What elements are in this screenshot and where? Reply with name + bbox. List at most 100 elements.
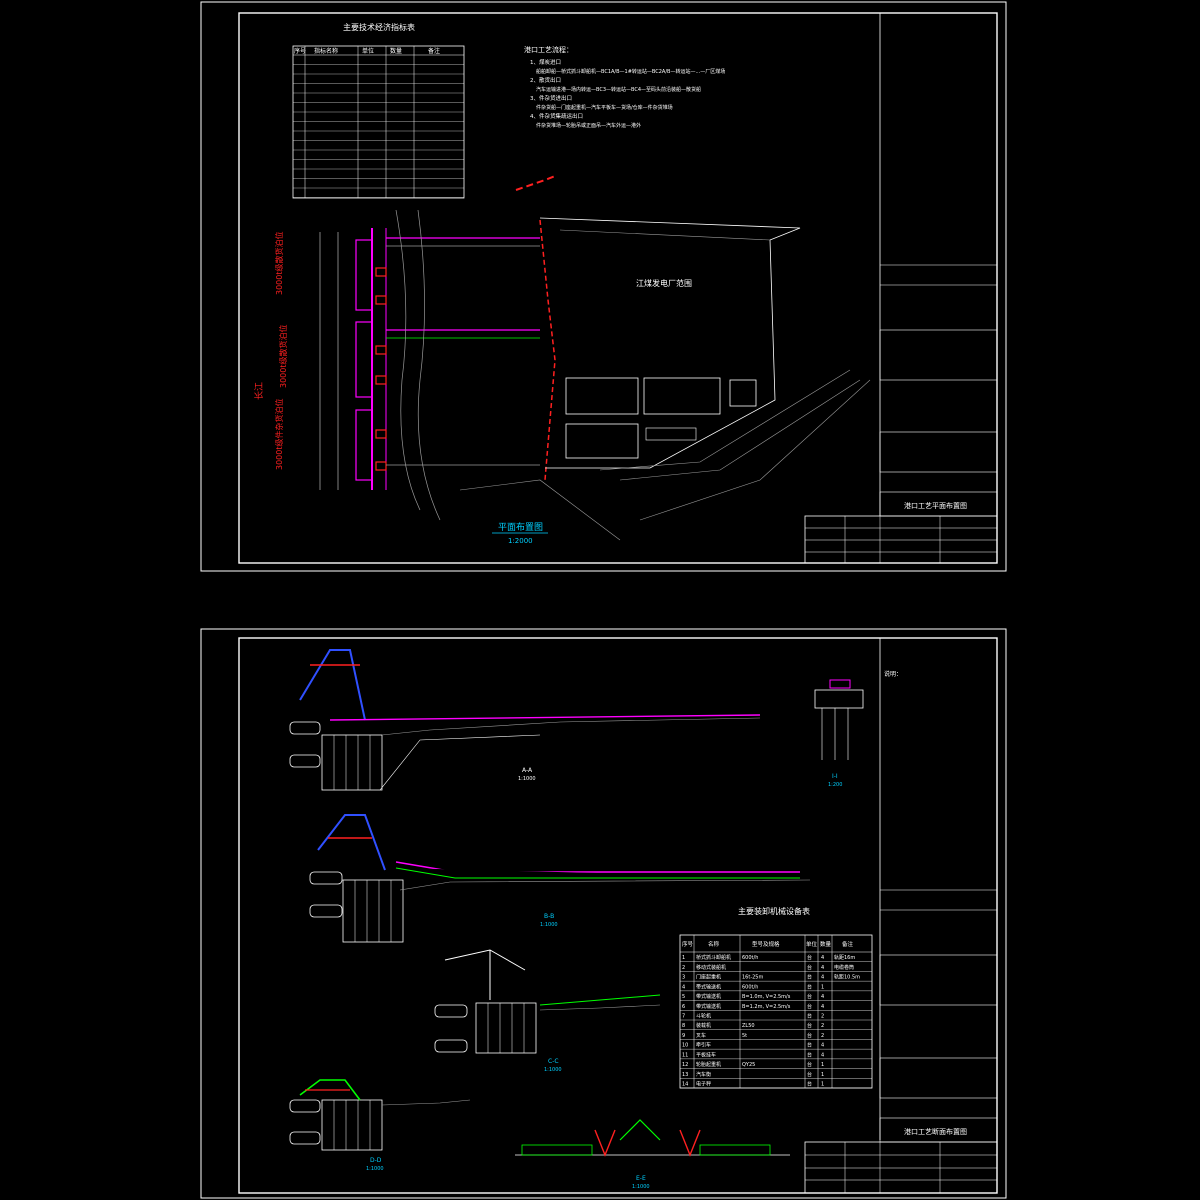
yard-3 — [565, 423, 639, 459]
equipment-cell: 带式输送机 — [696, 1003, 721, 1010]
equipment-cell: 10 — [682, 1043, 688, 1049]
equipment-cell: 汽车衡 — [696, 1071, 711, 1078]
equipment-cell: 带式输送机 — [696, 983, 721, 990]
process-line-4: 3、件杂货进出口 — [530, 94, 572, 102]
plan-drawing: 江煤发电厂范围 3000t级散货泊位 3000t级散货泊位 3000t级件杂货泊… — [253, 175, 871, 545]
process-line-0: 1、煤炭进口 — [530, 58, 561, 66]
tech-h-4: 备注 — [428, 47, 440, 55]
equipment-cell: 2 — [821, 1023, 824, 1029]
sheet1-title-block: 港口工艺平面布置图 — [804, 13, 998, 564]
process-line-3: 汽车运输进港—场内转运—BC3—转运站—BC4—至码头前沿装船—散货船 — [536, 86, 701, 93]
process-line-5: 件杂货船—门座起重机—汽车平板车—货场/仓库—件杂货堆场 — [536, 104, 673, 111]
process-line-7: 件杂货堆场—轮胎吊或正面吊—汽车外运—港外 — [536, 122, 641, 129]
process-line-6: 4、件杂货集疏运出口 — [530, 112, 583, 120]
section-bb: B-B 1:1000 — [309, 814, 811, 943]
equipment-cell: 5t — [742, 1033, 747, 1039]
equipment-cell: 600t/h — [742, 984, 758, 990]
equipment-cell: 带式输送机 — [696, 993, 721, 1000]
equipment-cell: 5 — [682, 994, 685, 1000]
berth-label-3: 3000t级件杂货泊位 — [274, 399, 284, 471]
plan-scale: 1:2000 — [508, 537, 533, 545]
sheet2-inner-border — [238, 637, 998, 1194]
tech-h-0: 序号 — [294, 47, 306, 55]
section-bb-scale: 1:1000 — [540, 922, 558, 928]
equipment-cell: 1 — [821, 984, 824, 990]
equipment-cell: 4 — [682, 984, 685, 990]
equipment-cell: 3 — [682, 975, 685, 981]
sheet2-title-block: 说明： 港口工艺断面布置图 — [804, 638, 998, 1194]
equipment-cell: 4 — [821, 1052, 824, 1058]
building — [729, 379, 757, 407]
equipment-cell: QY25 — [742, 1062, 755, 1068]
equipment-cell: 台 — [807, 1003, 812, 1010]
river-label: 长江 — [253, 382, 265, 400]
section-cc-scale: 1:1000 — [544, 1067, 562, 1073]
section-bb-name: B-B — [544, 913, 554, 920]
equipment-cell: 装载机 — [696, 1022, 711, 1029]
tech-index-table: 主要技术经济指标表 序号 指标名称 单位 数量 备注 — [292, 22, 465, 199]
section-ii: I-I 1:200 — [814, 679, 864, 788]
equipment-cell: 轨距16m — [834, 954, 855, 961]
equipment-cell: 台 — [807, 1061, 812, 1068]
equipment-cell: 2 — [821, 1014, 824, 1020]
equipment-cell: 4 — [821, 955, 824, 961]
sheet1-outer-border — [200, 1, 1007, 572]
equipment-cell: 台 — [807, 954, 812, 961]
berth-3 — [355, 409, 373, 481]
equipment-cell: 2 — [682, 965, 685, 971]
section-aa-name: A-A — [522, 767, 533, 774]
section-aa-scale: 1:1000 — [518, 776, 536, 782]
eq-h-3: 单位 — [806, 940, 818, 948]
section-dd-scale: 1:1000 — [366, 1166, 384, 1172]
process-line-2: 2、散货出口 — [530, 76, 561, 84]
equipment-cell: 台 — [807, 1071, 812, 1078]
equipment-cell: 台 — [807, 1051, 812, 1058]
section-aa: A-A 1:1000 — [289, 649, 761, 791]
tech-h-2: 单位 — [362, 47, 374, 55]
equipment-cell: 台 — [807, 1042, 812, 1049]
sheet2-title-name: 港口工艺断面布置图 — [904, 1127, 967, 1136]
section-cc-name: C-C — [548, 1058, 559, 1065]
sheet1-inner-border — [238, 12, 998, 564]
equipment-cell: 12 — [682, 1062, 688, 1068]
berth-label-1: 3000t级散货泊位 — [274, 232, 284, 296]
equipment-cell: 8 — [682, 1023, 685, 1029]
process-title: 港口工艺流程： — [524, 45, 573, 54]
sheet-plan-layout: 主要技术经济指标表 序号 指标名称 单位 数量 备注 港口工艺流程： 1、煤炭进… — [200, 1, 1007, 572]
sheet1-title-name: 港口工艺平面布置图 — [904, 501, 967, 510]
equipment-cell: 电缆卷筒 — [834, 964, 854, 971]
equipment-cell: 14 — [682, 1082, 688, 1088]
equipment-cell: 电子秤 — [696, 1081, 711, 1088]
equipment-cell: B=1.0m, V=2.5m/s — [742, 994, 791, 1000]
equipment-cell: 1 — [821, 1062, 824, 1068]
yard-1 — [565, 377, 639, 415]
equipment-cell: 台 — [807, 1013, 812, 1020]
equipment-cell: 台 — [807, 983, 812, 990]
tech-h-1: 指标名称 — [314, 47, 338, 55]
equipment-cell: 台 — [807, 1022, 812, 1029]
equipment-cell: 轨距10.5m — [834, 974, 860, 981]
eq-h-2: 型号及规格 — [752, 940, 780, 948]
section-ee: E-E 1:1000 — [515, 1119, 790, 1190]
tech-h-3: 数量 — [390, 47, 402, 55]
process-line-1: 船舶卸船—桥式抓斗卸船机—BC1A/B—1#转运站—BC2A/B—转运站—...… — [536, 68, 725, 75]
equipment-cell: 11 — [682, 1052, 688, 1058]
berth-1 — [355, 239, 373, 311]
equipment-cell: 移动式装船机 — [696, 964, 726, 971]
equipment-cell: 4 — [821, 994, 824, 1000]
equipment-cell: 平板挂车 — [696, 1051, 716, 1058]
equipment-cell: 台 — [807, 974, 812, 981]
section-dd: D-D 1:1000 — [289, 1079, 471, 1172]
equipment-cell: 台 — [807, 964, 812, 971]
section-ii-scale: 1:200 — [828, 782, 842, 788]
plant-label: 江煤发电厂范围 — [636, 278, 692, 288]
section-ee-scale: 1:1000 — [632, 1184, 650, 1190]
section-ee-name: E-E — [636, 1175, 646, 1182]
tech-table-title: 主要技术经济指标表 — [343, 22, 415, 32]
section-dd-name: D-D — [370, 1157, 382, 1164]
berth-2 — [355, 321, 373, 398]
equipment-cell: 台 — [807, 993, 812, 1000]
equipment-cell: 桥式抓斗卸船机 — [696, 954, 731, 961]
